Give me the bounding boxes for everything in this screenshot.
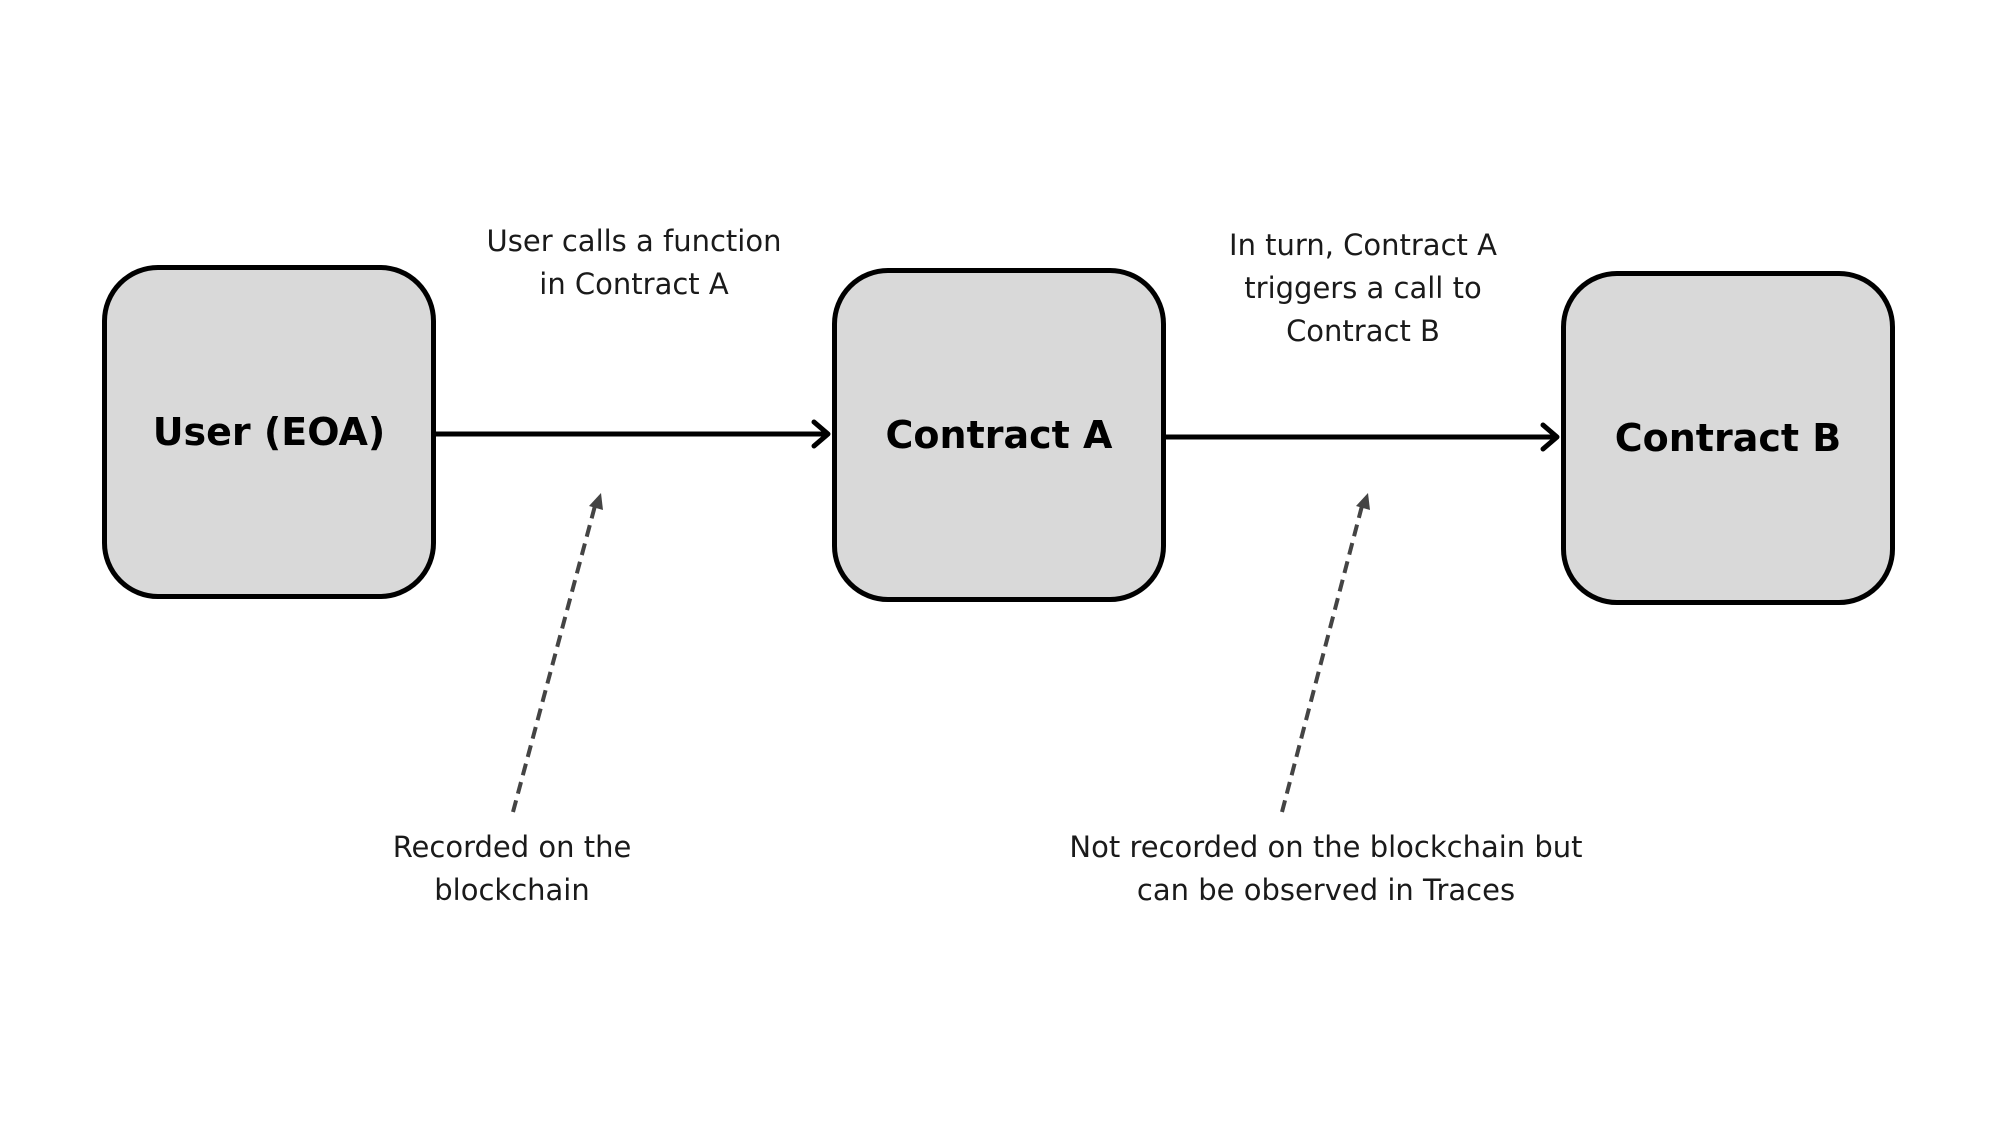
caption-line: Recorded on the	[392, 830, 632, 864]
arrow-contract-a-to-contract-b	[1166, 422, 1560, 452]
node-contract-b: Contract B	[1561, 271, 1895, 605]
caption-user-calls-contract-a: User calls a function in Contract A	[434, 220, 834, 306]
pointer-not-recorded	[1280, 493, 1370, 813]
pointer-recorded	[511, 493, 603, 813]
caption-line: In turn, Contract A	[1229, 228, 1497, 262]
caption-line: blockchain	[434, 873, 590, 907]
caption-line: triggers a call to	[1244, 271, 1482, 305]
node-contract-a-label: Contract A	[885, 413, 1113, 457]
caption-line: can be observed in Traces	[1136, 873, 1516, 907]
node-contract-a: Contract A	[832, 268, 1166, 602]
node-user-eoa: User (EOA)	[102, 265, 436, 599]
caption-line: Not recorded on the blockchain but	[1069, 830, 1583, 864]
caption-recorded-on-blockchain: Recorded on the blockchain	[312, 826, 712, 912]
caption-line: in Contract A	[539, 267, 729, 301]
caption-not-recorded-traces: Not recorded on the blockchain but can b…	[1026, 826, 1626, 912]
caption-contract-a-calls-contract-b: In turn, Contract A triggers a call to C…	[1163, 224, 1563, 353]
arrow-user-to-contract-a	[436, 419, 831, 449]
caption-line: User calls a function	[486, 224, 782, 258]
node-user-label: User (EOA)	[152, 410, 386, 454]
caption-line: Contract B	[1286, 314, 1440, 348]
node-contract-b-label: Contract B	[1614, 416, 1842, 460]
